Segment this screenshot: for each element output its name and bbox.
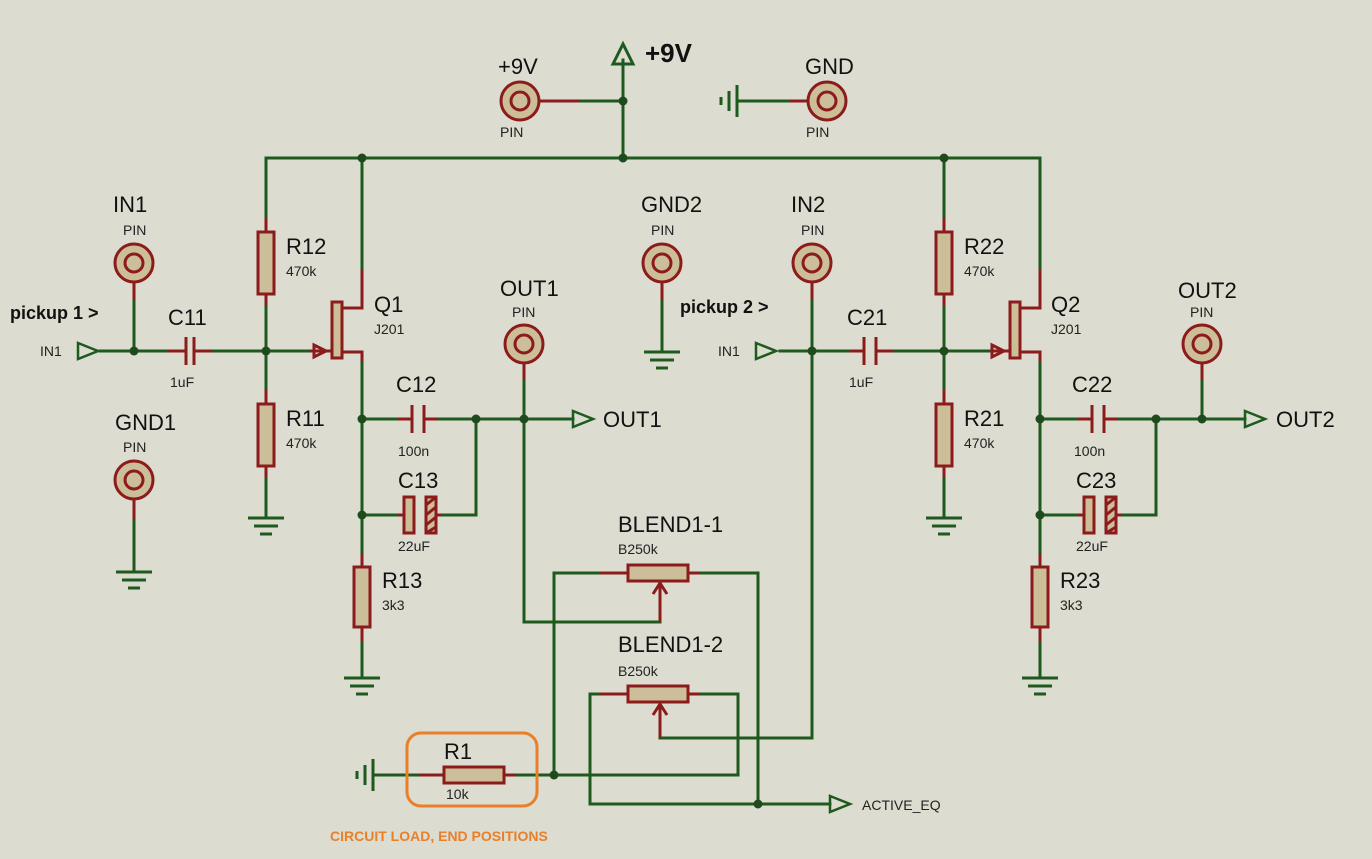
pin-gnd-label: GND [805,54,854,79]
pin-in2: IN2 PIN [791,192,833,284]
ground-symbols [248,516,1058,791]
svg-text:R11: R11 [286,406,325,431]
svg-text:B250k: B250k [618,541,659,557]
capacitor-c13: C13 22uF [398,468,438,554]
pin-out2-type: PIN [1190,304,1213,320]
pin-out1-label: OUT1 [500,276,559,301]
resistor-r11: R11 470k [256,402,325,468]
svg-text:C11: C11 [168,305,207,330]
pin-gnd-type: PIN [806,124,829,140]
vcc-rail-label: +9V [645,38,693,68]
svg-text:J201: J201 [374,321,405,337]
wires [98,58,1247,806]
pin-vcc-type: PIN [500,124,523,140]
svg-text:470k: 470k [964,435,995,451]
svg-text:Q2: Q2 [1051,292,1080,317]
svg-text:R21: R21 [964,406,1004,431]
potentiometer-blend1-1: BLEND1-1 B250k [618,512,723,622]
pin-gnd2: GND2 PIN [641,192,702,370]
svg-text:Q1: Q1 [374,292,403,317]
svg-text:1uF: 1uF [170,374,194,390]
svg-text:3k3: 3k3 [382,597,405,613]
jfet-q1: Q1 J201 [310,270,405,362]
terminal-out1: OUT1 [571,407,662,432]
note-pickup2: pickup 2 > [680,297,769,317]
svg-text:1uF: 1uF [849,374,873,390]
jfet-q2: Q2 J201 [990,270,1082,362]
pin-out2: OUT2 PIN [1178,278,1237,365]
pin-out1: OUT1 PIN [500,276,559,365]
note-pickup1: pickup 1 > [10,303,99,323]
component-leads [132,99,1204,777]
pin-gnd1-type: PIN [123,439,146,455]
resistor-r12: R12 470k [256,230,326,296]
pin-gnd1: GND1 PIN [113,410,176,590]
terminal-in1-right: IN1 [718,341,780,361]
resistor-r22: R22 470k [934,230,1004,296]
terminal-in1-left: IN1 [40,341,102,361]
svg-text:OUT1: OUT1 [603,407,662,432]
svg-text:B250k: B250k [618,663,659,679]
pin-out2-label: OUT2 [1178,278,1237,303]
svg-text:C23: C23 [1076,468,1116,493]
svg-text:BLEND1-2: BLEND1-2 [618,632,723,657]
pin-in2-type: PIN [801,222,824,238]
capacitor-c11: C11 1uF [168,305,207,390]
pin-vcc: +9V PIN [498,54,541,140]
svg-text:R12: R12 [286,234,326,259]
pin-gnd2-label: GND2 [641,192,702,217]
svg-text:IN1: IN1 [40,343,62,359]
svg-text:ACTIVE_EQ: ACTIVE_EQ [862,797,941,813]
svg-text:100n: 100n [398,443,429,459]
svg-text:10k: 10k [446,786,470,802]
svg-text:J201: J201 [1051,321,1082,337]
note-circuit-load: CIRCUIT LOAD, END POSITIONS [330,828,548,844]
capacitor-c23: C23 22uF [1076,468,1118,554]
pin-in2-label: IN2 [791,192,825,217]
svg-text:C13: C13 [398,468,438,493]
svg-text:22uF: 22uF [1076,538,1108,554]
svg-text:C12: C12 [396,372,436,397]
resistor-r21: R21 470k [934,402,1004,468]
svg-text:470k: 470k [286,263,317,279]
svg-text:100n: 100n [1074,443,1105,459]
pin-gnd: GND PIN [719,54,854,140]
terminal-active-eq: ACTIVE_EQ [828,794,941,814]
vcc-rail-symbol: +9V [610,38,693,68]
svg-text:OUT2: OUT2 [1276,407,1335,432]
svg-text:470k: 470k [964,263,995,279]
pin-vcc-label: +9V [498,54,538,79]
svg-text:R22: R22 [964,234,1004,259]
svg-text:3k3: 3k3 [1060,597,1083,613]
svg-text:22uF: 22uF [398,538,430,554]
pin-in1-label: IN1 [113,192,147,217]
svg-text:R13: R13 [382,568,422,593]
svg-text:BLEND1-1: BLEND1-1 [618,512,723,537]
pin-in1-type: PIN [123,222,146,238]
capacitor-c21: C21 1uF [847,305,887,390]
svg-text:R23: R23 [1060,568,1100,593]
svg-text:C22: C22 [1072,372,1112,397]
resistor-r1: R1 10k [442,739,506,802]
pin-gnd2-type: PIN [651,222,674,238]
terminal-out2: OUT2 [1243,407,1335,432]
svg-text:C21: C21 [847,305,887,330]
capacitor-c22: C22 100n [1072,372,1112,459]
pin-in1: IN1 PIN [113,192,155,284]
resistor-r23: R23 3k3 [1030,565,1100,629]
svg-text:R1: R1 [444,739,472,764]
potentiometer-blend1-2: BLEND1-2 B250k [618,632,723,738]
pin-out1-type: PIN [512,304,535,320]
capacitor-c12: C12 100n [396,372,436,459]
pin-gnd1-label: GND1 [115,410,176,435]
svg-text:IN1: IN1 [718,343,740,359]
resistor-r13: R13 3k3 [352,565,422,629]
junction-dots [129,96,1207,809]
svg-text:470k: 470k [286,435,317,451]
highlight-box [405,731,539,808]
